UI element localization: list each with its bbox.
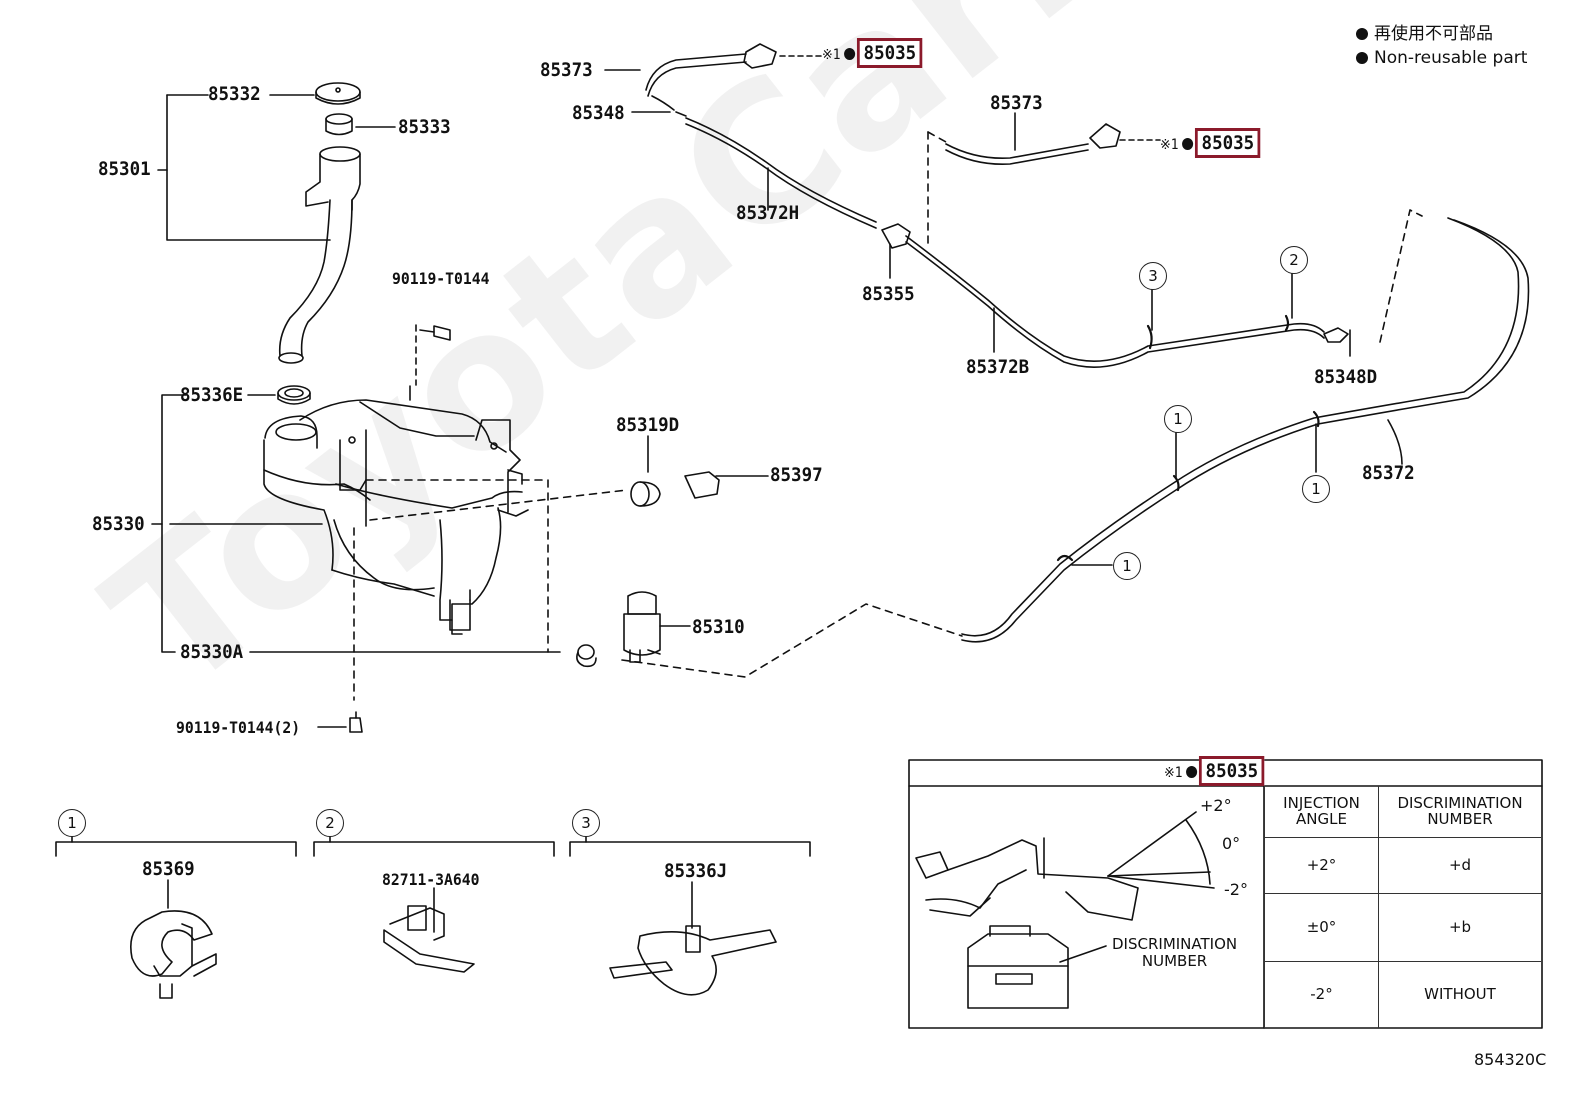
bolt-top (415, 324, 451, 386)
part-85369[interactable]: 85369 (142, 858, 195, 880)
dot-icon (1356, 28, 1368, 40)
dashed-guides (353, 131, 1423, 701)
clamp-85336J (609, 881, 777, 996)
detail-label-1: 1 (58, 809, 86, 837)
clip-85369 (130, 879, 217, 999)
part-90119-top[interactable]: 90119-T0144 (392, 269, 490, 288)
callout-1: 1 (1302, 475, 1330, 503)
joint-85355 (881, 223, 911, 279)
part-85310[interactable]: 85310 (692, 616, 745, 638)
dot-icon (844, 48, 856, 60)
callout-1: 1 (1113, 552, 1141, 580)
table-cell-angle: -2° (1264, 962, 1378, 1028)
part-85348[interactable]: 85348 (572, 102, 625, 124)
part-85336J[interactable]: 85336J (664, 860, 728, 882)
part-85333[interactable]: 85333 (398, 116, 451, 138)
part-85319D[interactable]: 85319D (616, 414, 680, 436)
part-85372[interactable]: 85372 (1362, 462, 1415, 484)
detail-brackets (55, 833, 811, 857)
angle-plus2: +2° (1200, 796, 1232, 815)
table-cell-disc: +b (1378, 894, 1541, 962)
washer-pump (623, 591, 691, 663)
part-90119-bottom[interactable]: 90119-T0144(2) (176, 718, 301, 737)
table-cell-angle: +2° (1264, 838, 1378, 894)
discrimination-label: DISCRIMINATION NUMBER (1112, 935, 1238, 970)
nozzle-drawing (915, 811, 1215, 1009)
part-85355[interactable]: 85355 (862, 283, 915, 305)
detail-label-2: 2 (316, 809, 344, 837)
dot-icon (1356, 52, 1368, 64)
table-cell-disc: WITHOUT (1378, 962, 1541, 1028)
grommet (247, 385, 311, 405)
part-85336E[interactable]: 85336E (180, 384, 244, 406)
part-85372B[interactable]: 85372B (966, 356, 1030, 378)
part-85397[interactable]: 85397 (770, 464, 823, 486)
injection-table: INJECTION ANGLE DISCRIMINATION NUMBER +2… (1264, 786, 1541, 1028)
hose-85372H (631, 111, 877, 229)
dot-icon (1186, 766, 1198, 778)
hose-85372 (961, 217, 1530, 643)
part-85332[interactable]: 85332 (208, 83, 261, 105)
filler-seal (325, 113, 396, 136)
hose-85372B (905, 235, 1351, 368)
bolt-bottom (317, 711, 363, 733)
legend-jp: 再使用不可部品 (1356, 26, 1493, 43)
part-85373-a[interactable]: 85373 (540, 59, 593, 81)
angle-minus2: -2° (1224, 880, 1248, 899)
angle-0: 0° (1222, 834, 1241, 853)
part-85373-b[interactable]: 85373 (990, 92, 1043, 114)
clamp-82711 (383, 887, 475, 973)
part-82711[interactable]: 82711-3A640 (382, 870, 480, 889)
hose-85373-b (945, 112, 1161, 166)
table-header-angle: INJECTION ANGLE (1264, 786, 1378, 838)
filler-pipe (278, 146, 361, 364)
legend-en: Non-reusable part (1356, 50, 1527, 67)
part-85348D[interactable]: 85348D (1314, 366, 1378, 388)
part-85330A[interactable]: 85330A (180, 641, 244, 663)
diagram-ref-code: 854320C (1474, 1050, 1547, 1069)
part-85301[interactable]: 85301 (98, 158, 151, 180)
bracket-85330 (151, 394, 323, 653)
washer-reservoir (263, 385, 529, 635)
table-cell-angle: ±0° (1264, 894, 1378, 962)
callout-1: 1 (1164, 405, 1192, 433)
bracket-85301 (157, 94, 331, 241)
part-85330[interactable]: 85330 (92, 513, 145, 535)
pump-grommet (249, 644, 597, 668)
dot-icon (1182, 138, 1194, 150)
callout-2: 2 (1280, 246, 1308, 274)
level-sensor (630, 435, 769, 507)
filler-cap (269, 82, 361, 105)
detail-label-3: 3 (572, 809, 600, 837)
table-header-disc: DISCRIMINATION NUMBER (1378, 786, 1541, 838)
callout-3: 3 (1139, 262, 1167, 290)
hose-85373-a (604, 43, 823, 111)
table-cell-disc: +d (1378, 838, 1541, 894)
part-85372H[interactable]: 85372H (736, 202, 800, 224)
